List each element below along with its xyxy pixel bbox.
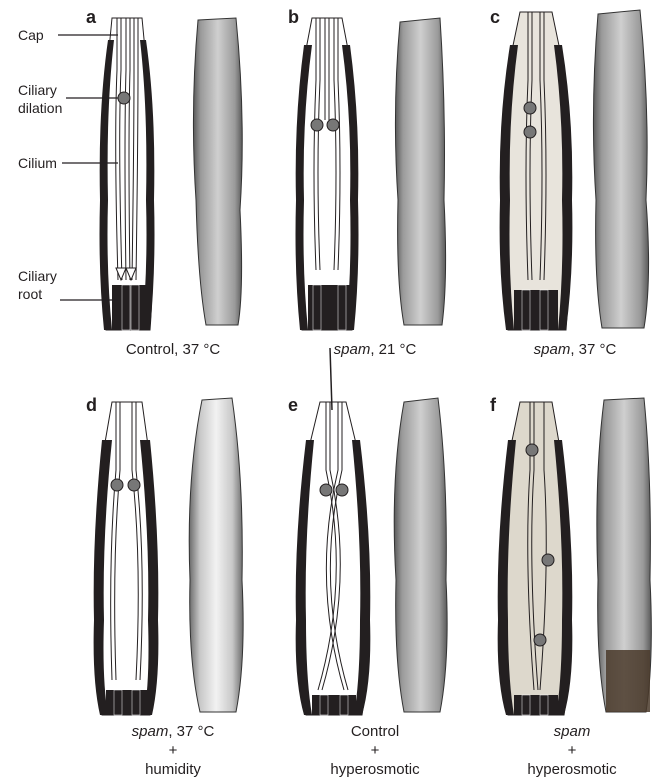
panel-letter-c: c: [490, 8, 500, 26]
label-ciliary-root-2: root: [18, 286, 42, 302]
panel-f-schematic: [498, 402, 573, 715]
panel-letter-a: a: [86, 8, 96, 26]
panel-e-schematic: [296, 348, 371, 715]
panel-letter-b: b: [288, 8, 299, 26]
panel-a-schematic: [100, 18, 155, 330]
panel-letter-f: f: [490, 396, 496, 414]
caption-b: spam, 21 °C: [290, 340, 460, 359]
panel-letter-e: e: [288, 396, 298, 414]
panel-d-micrograph: [189, 398, 243, 712]
caption-d: spam, 37 °C + humidity: [88, 722, 258, 779]
label-cap: Cap: [18, 27, 44, 43]
panel-a-micrograph: [193, 18, 242, 325]
caption-e: Control + hyperosmotic: [290, 722, 460, 779]
label-ciliary-dilation-2: dilation: [18, 100, 62, 116]
label-cilium: Cilium: [18, 155, 57, 171]
label-ciliary-root-1: Ciliary: [18, 268, 57, 284]
panel-f-micrograph-base: [606, 650, 650, 712]
panel-b-micrograph: [395, 18, 445, 325]
panel-c-schematic: [500, 12, 573, 330]
label-ciliary-dilation-1: Ciliary: [18, 82, 57, 98]
caption-f: spam + hyperosmotic: [487, 722, 657, 779]
panel-c-micrograph: [593, 10, 648, 328]
panel-d-schematic: [94, 402, 159, 715]
panel-e-micrograph: [394, 398, 447, 712]
caption-c: spam, 37 °C: [490, 340, 657, 359]
panel-b-schematic: [296, 18, 359, 330]
caption-a: Control, 37 °C: [88, 340, 258, 359]
panel-letter-d: d: [86, 396, 97, 414]
